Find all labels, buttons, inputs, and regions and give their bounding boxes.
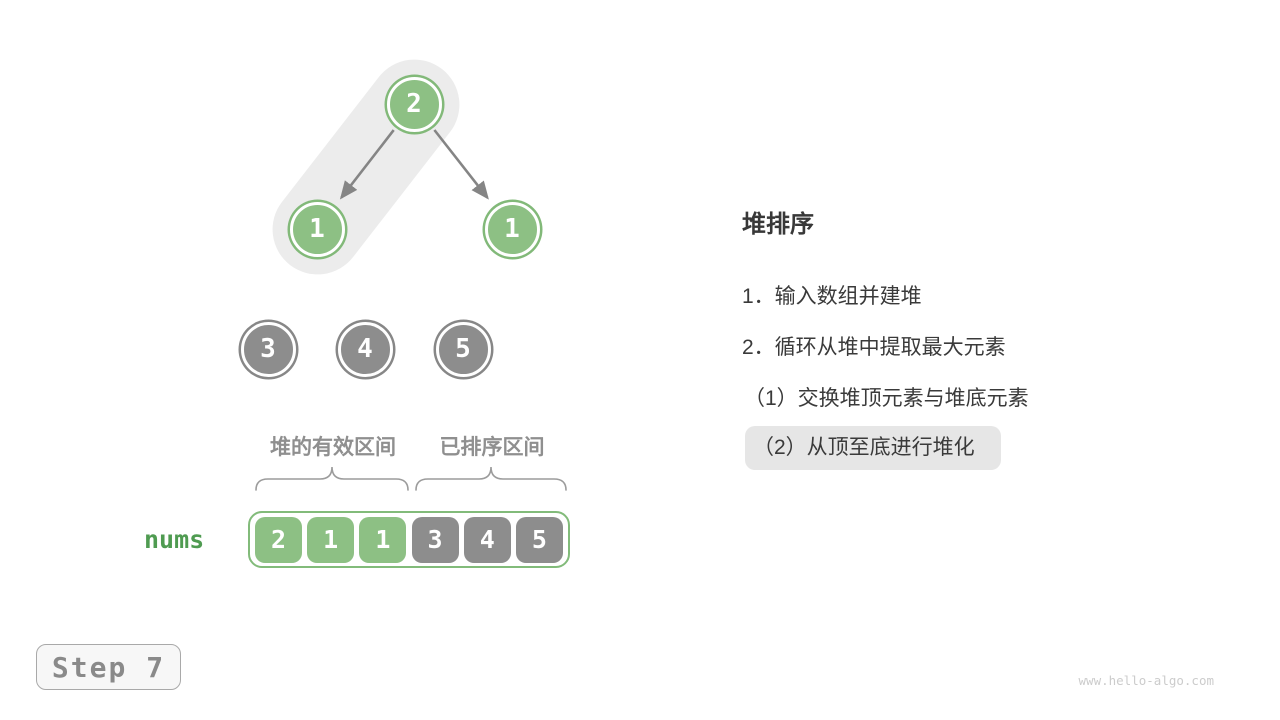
heap-range-brace: [255, 466, 409, 491]
node-value: 3: [260, 334, 276, 364]
sorted-range-brace: [415, 466, 567, 491]
algorithm-step-1: 1．输入数组并建堆: [742, 285, 922, 308]
algorithm-step-2-1: （1）交换堆顶元素与堆底元素: [744, 387, 1029, 410]
array-cell-2: 1: [359, 516, 407, 563]
step-counter-badge: Step 7: [36, 644, 181, 690]
nums-array: 2 1 1 3 4 5: [248, 511, 570, 568]
heap-range-label: 堆的有效区间: [270, 436, 396, 459]
algorithm-step-2-2-highlighted: （2）从顶至底进行堆化: [745, 426, 1001, 471]
node-value: 5: [455, 334, 471, 364]
site-watermark: www.hello-algo.com: [1078, 673, 1214, 688]
detached-node-3: 3: [240, 321, 296, 377]
array-cell-1: 1: [307, 516, 355, 563]
node-value: 1: [309, 214, 325, 244]
tree-node-right-child: 1: [484, 201, 540, 257]
detached-node-5: 5: [435, 321, 491, 377]
array-cell-0: 2: [255, 516, 302, 563]
panel-title: 堆排序: [742, 211, 814, 238]
sorted-range-label: 已排序区间: [439, 436, 545, 459]
detached-node-4: 4: [337, 321, 393, 377]
array-cell-5: 5: [515, 516, 563, 563]
array-cell-4: 4: [463, 516, 511, 563]
array-cell-3: 3: [411, 516, 459, 563]
tree-node-left-child: 1: [289, 201, 345, 257]
algorithm-step-2: 2．循环从堆中提取最大元素: [742, 336, 1006, 359]
node-value: 1: [504, 214, 520, 244]
nums-array-label: nums: [144, 525, 205, 554]
node-value: 4: [357, 334, 373, 364]
heapify-trail-highlight: [253, 40, 478, 293]
node-value: 2: [406, 89, 422, 119]
tree-node-root: 2: [386, 76, 442, 132]
